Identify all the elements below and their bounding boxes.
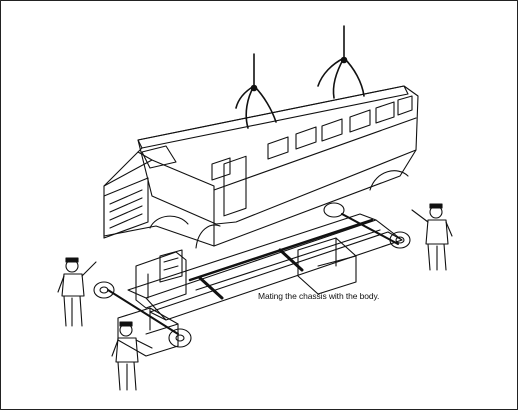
worker-left [57,257,97,327]
bus-body [103,85,419,249]
worker-right [411,203,453,271]
crane-slings [235,25,365,129]
worker-bottom [111,321,153,391]
figure-caption: Mating the chassis with the body. [258,291,380,301]
bus-windows [211,95,413,181]
